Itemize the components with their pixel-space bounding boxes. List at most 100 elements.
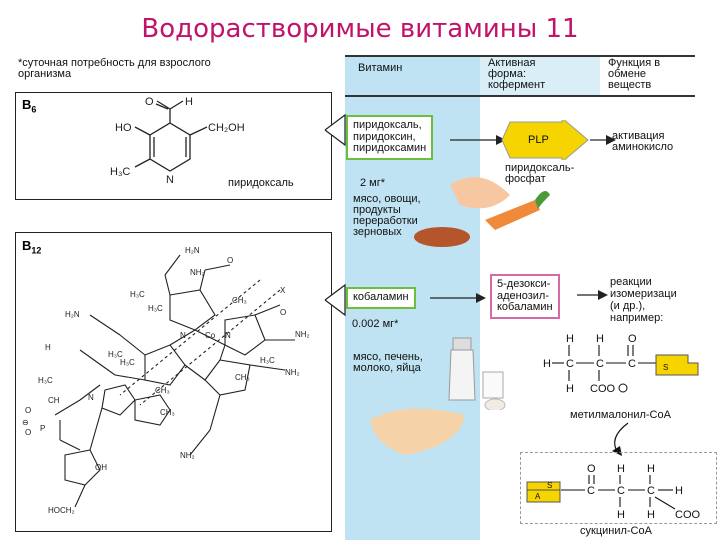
svg-text:Co: Co	[205, 331, 216, 340]
pyridoxal-structure: O H HO CH₂OH H₃C N	[110, 96, 245, 186]
svg-text:⊖: ⊖	[22, 418, 29, 427]
svg-text:H₃C: H₃C	[110, 166, 130, 178]
b6-arrow-2	[590, 135, 616, 145]
b12-sources: мясо, печень, молоко, яйца	[353, 351, 423, 374]
svg-text:S: S	[547, 481, 552, 490]
svg-text:H: H	[185, 96, 193, 108]
vitamin-column-bg-2	[480, 55, 600, 95]
b6-label-letter: B	[22, 97, 32, 112]
svg-text:C: C	[587, 485, 595, 497]
svg-text:CH₃: CH₃	[235, 373, 250, 382]
b6-label-sub: 6	[31, 104, 37, 115]
b6-forms-box: пиридоксаль, пиридоксин, пиридоксамин	[346, 115, 434, 160]
svg-text:O: O	[145, 96, 154, 108]
header-line-top	[345, 55, 695, 57]
svg-text:CH₃: CH₃	[232, 296, 247, 305]
svg-text:COO: COO	[675, 509, 701, 521]
b12-connector	[324, 283, 346, 317]
svg-text:C: C	[647, 485, 655, 497]
food-image-bread	[414, 227, 470, 247]
svg-text:H: H	[647, 509, 655, 521]
b12-label-sub: 12	[31, 245, 42, 256]
svg-text:H: H	[566, 383, 574, 395]
svg-text:CH₃: CH₃	[160, 408, 175, 417]
svg-text:A: A	[535, 492, 541, 501]
svg-text:H₂N: H₂N	[65, 310, 80, 319]
svg-text:C: C	[628, 358, 636, 370]
metabolite-methylmalonyl: метилмалонил-CoA	[570, 409, 671, 421]
methylmalonyl-coa-structure: H H O H C C C H COO S	[543, 333, 699, 395]
b12-frame	[15, 232, 332, 532]
svg-text:C: C	[617, 485, 625, 497]
svg-text:C: C	[596, 358, 604, 370]
succinyl-dashed-box	[520, 452, 717, 524]
b6-connector	[324, 113, 346, 147]
header-active-form: Активная форма: кофермент	[488, 57, 546, 91]
food-image-vegetables	[450, 177, 550, 230]
b6-coenzyme-name: пиридоксаль- фосфат	[505, 162, 575, 185]
b6-dose: 2 мг*	[360, 177, 386, 189]
b12-label-letter: B	[22, 238, 32, 253]
slide-title: Водорастворимые витамины 11	[141, 14, 579, 44]
svg-text:N: N	[225, 331, 231, 340]
food-image-milk	[448, 337, 506, 410]
header-vitamin: Витамин	[358, 62, 403, 74]
svg-text:O: O	[25, 428, 31, 437]
svg-text:S: S	[663, 363, 668, 372]
svg-text:H: H	[45, 343, 51, 352]
b12-label: B12	[22, 238, 41, 256]
b6-molecule-name: пиридоксаль	[228, 177, 294, 189]
svg-text:HOCH₂: HOCH₂	[48, 506, 75, 515]
svg-text:H: H	[596, 333, 604, 345]
svg-text:O: O	[628, 333, 637, 345]
b6-function: активация аминокисло	[612, 130, 674, 153]
svg-text:O: O	[587, 463, 596, 475]
metabolite-succinyl: сукцинил-CoA	[580, 525, 652, 537]
svg-text:H₂N: H₂N	[185, 246, 200, 255]
svg-text:H: H	[543, 358, 551, 370]
svg-text:H: H	[566, 333, 574, 345]
svg-text:N: N	[166, 174, 174, 186]
svg-text:NH₂: NH₂	[285, 368, 300, 377]
b12-forms-box: кобаламин	[346, 287, 416, 309]
svg-text:H₃C: H₃C	[260, 356, 275, 365]
svg-text:H₃C: H₃C	[108, 350, 123, 359]
svg-text:O: O	[280, 308, 286, 317]
svg-text:O: O	[25, 406, 31, 415]
svg-text:OH: OH	[95, 463, 107, 472]
svg-text:H₃C: H₃C	[120, 358, 135, 367]
svg-text:H: H	[617, 463, 625, 475]
footnote: *суточная потребность для взрослого орга…	[18, 57, 211, 80]
svg-text:CH₂OH: CH₂OH	[208, 122, 245, 134]
b12-dose: 0.002 мг*	[352, 318, 399, 330]
header-line-bottom	[345, 95, 695, 97]
svg-text:CH₃: CH₃	[155, 386, 170, 395]
svg-text:P: P	[40, 424, 45, 433]
header-function: Функция в обмене веществ	[608, 57, 661, 91]
svg-text:NH₂: NH₂	[180, 451, 195, 460]
svg-text:NH₂: NH₂	[295, 330, 310, 339]
svg-text:X: X	[280, 286, 286, 295]
cobalamin-structure: H₂N O NH₂ H₃C H₃C CH₃ X O NH₂ Co N N H₂N…	[22, 246, 310, 515]
svg-text:H₃C: H₃C	[38, 376, 53, 385]
svg-text:COO: COO	[590, 383, 616, 395]
coenzyme-plp: PLP	[528, 134, 549, 146]
b12-arrow-2	[577, 290, 608, 300]
b12-coenzyme-box: 5-дезокси- аденозил- кобаламин	[490, 274, 560, 319]
svg-text:NH₂: NH₂	[190, 268, 205, 277]
svg-text:H₃C: H₃C	[148, 304, 163, 313]
svg-text:O: O	[227, 256, 233, 265]
svg-text:N: N	[180, 331, 186, 340]
svg-text:H: H	[617, 509, 625, 521]
svg-text:H₃C: H₃C	[130, 290, 145, 299]
food-image-liver	[370, 408, 465, 455]
b12-arrow-1	[430, 293, 486, 303]
svg-text:HO: HO	[115, 122, 132, 134]
b6-frame	[15, 92, 332, 200]
b6-label: B6	[22, 97, 36, 115]
svg-text:CH: CH	[48, 396, 60, 405]
svg-text:C: C	[566, 358, 574, 370]
svg-text:N: N	[88, 393, 94, 402]
b12-function: реакции изомеризаци (и др.), например:	[610, 276, 677, 324]
